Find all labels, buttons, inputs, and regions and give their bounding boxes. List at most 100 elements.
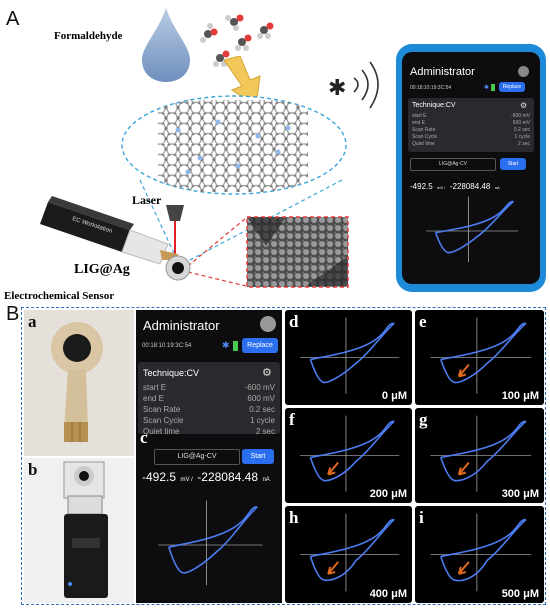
cv-panel-d: d 0 μM [285, 310, 412, 405]
method-select[interactable]: LIG@Ag-CV [410, 158, 496, 171]
cv-reverse-scan [309, 322, 395, 384]
section-a-letter: A [6, 8, 20, 30]
cv-reverse-scan [440, 322, 527, 384]
cv-forward-scan [440, 322, 527, 361]
reading-voltage: -492.5 [142, 470, 177, 484]
sensor-name: LIG@Ag [74, 262, 130, 277]
cv-panel-e: e 100 μM [415, 310, 544, 405]
technique-label: Technique:CV [412, 102, 456, 109]
cv-reverse-scan [309, 420, 395, 482]
cv-reverse-scan [309, 518, 395, 582]
formaldehyde-label: Formaldehyde [54, 30, 123, 42]
bluetooth-icon: ✱ [328, 76, 347, 101]
reading-current: -228084.48 [197, 470, 259, 484]
peak-arrow-icon [457, 561, 470, 575]
cv-plot [300, 415, 400, 492]
concentration-label: 400 μM [369, 588, 407, 600]
cv-panel-letter: h [289, 508, 299, 527]
replace-button[interactable]: Replace [499, 82, 525, 92]
app-title: Administrator [143, 318, 220, 333]
subpanel-a-letter: a [28, 312, 37, 331]
section-b-frame [21, 307, 546, 605]
cv-forward-scan [435, 200, 514, 234]
gear-icon[interactable]: ⚙ [520, 101, 528, 110]
cv-reverse-scan [434, 200, 514, 254]
device-id: 00:18:10:19:3C:54 [410, 85, 452, 91]
sensor-caption: Electrochemical Sensor [4, 290, 115, 302]
reading-current: -228084.48 [449, 182, 491, 191]
subpanel-c-letter: c [140, 428, 148, 447]
formaldehyde-molecules [200, 14, 274, 67]
cv-panel-letter: d [289, 312, 299, 331]
cv-plot [300, 513, 400, 592]
cv-plot [430, 513, 532, 592]
cv-panel-letter: e [419, 312, 427, 331]
cv-forward-scan [310, 420, 395, 459]
avatar[interactable] [260, 316, 276, 332]
concentration-label: 500 μM [501, 588, 539, 600]
reading-voltage-unit: mV / [180, 477, 193, 483]
phone-screen: Administrator 00:18:10:19:3C:54 ✱ Replac… [402, 52, 540, 284]
laser-label: Laser [132, 193, 162, 207]
droplet-icon [142, 8, 190, 82]
cv-forward-scan [168, 506, 258, 548]
section-b-letter: B [6, 303, 20, 325]
start-button[interactable]: Start [500, 158, 526, 170]
cv-forward-scan [440, 518, 527, 558]
avatar[interactable] [518, 66, 529, 77]
cv-forward-scan [310, 322, 395, 361]
cv-forward-scan [440, 420, 527, 459]
phone-cv-plot [426, 196, 519, 263]
cv-panel-letter: i [419, 508, 424, 527]
start-button[interactable]: Start [242, 449, 274, 464]
graphene-lattice [121, 95, 347, 195]
peak-arrow-icon [457, 363, 470, 378]
peak-arrow-icon [327, 561, 339, 575]
cv-plot [430, 415, 532, 492]
phone-title: Administrator [410, 66, 475, 78]
param-row: start E-600 mV [143, 383, 275, 392]
cv-panel-g: g 300 μM [415, 408, 544, 503]
sensor-photo: a [24, 310, 134, 456]
param-row: start E-600 mV [412, 113, 530, 119]
device-photo-graphic [63, 461, 108, 598]
gear-icon[interactable]: ⚙ [262, 367, 272, 379]
sem-image [246, 216, 349, 288]
signal-waves-icon [353, 61, 379, 109]
replace-button[interactable]: Replace [242, 338, 278, 353]
concentration-label: 200 μM [369, 488, 407, 500]
cv-panel-letter: f [289, 410, 295, 429]
battery-icon [491, 84, 495, 91]
cv-panel-f: f 200 μM [285, 408, 412, 503]
cv-panel-letter: g [419, 410, 428, 429]
cv-plot [300, 317, 400, 394]
subpanel-b-letter: b [28, 460, 38, 479]
battery-icon [233, 341, 238, 351]
method-select[interactable]: LIG@Ag-CV [154, 449, 240, 465]
technique-label: Technique:CV [143, 368, 200, 378]
app-screen: Administrator 00:18:10:19:3C:54 ✱ Replac… [136, 310, 282, 603]
connector-lines [139, 179, 343, 287]
reading-current-unit: nA [262, 477, 270, 483]
device-id: 00:18:10:19:3C:54 [142, 343, 192, 349]
cv-reverse-scan [440, 518, 527, 582]
cv-reverse-scan [168, 506, 258, 574]
concentration-label: 300 μM [501, 488, 539, 500]
bluetooth-status-icon: ✱ [222, 340, 230, 350]
app-cv-plot [158, 500, 263, 586]
device-photo: b [24, 458, 134, 603]
reading-display: -492.5 mV / -228084.48 nA [142, 468, 270, 486]
reading-display: -492.5 mV / -228084.48 nA [410, 176, 500, 194]
bluetooth-status-icon: ✱ [484, 85, 490, 91]
concentration-label: 100 μM [501, 390, 539, 402]
cv-forward-scan [310, 518, 395, 558]
